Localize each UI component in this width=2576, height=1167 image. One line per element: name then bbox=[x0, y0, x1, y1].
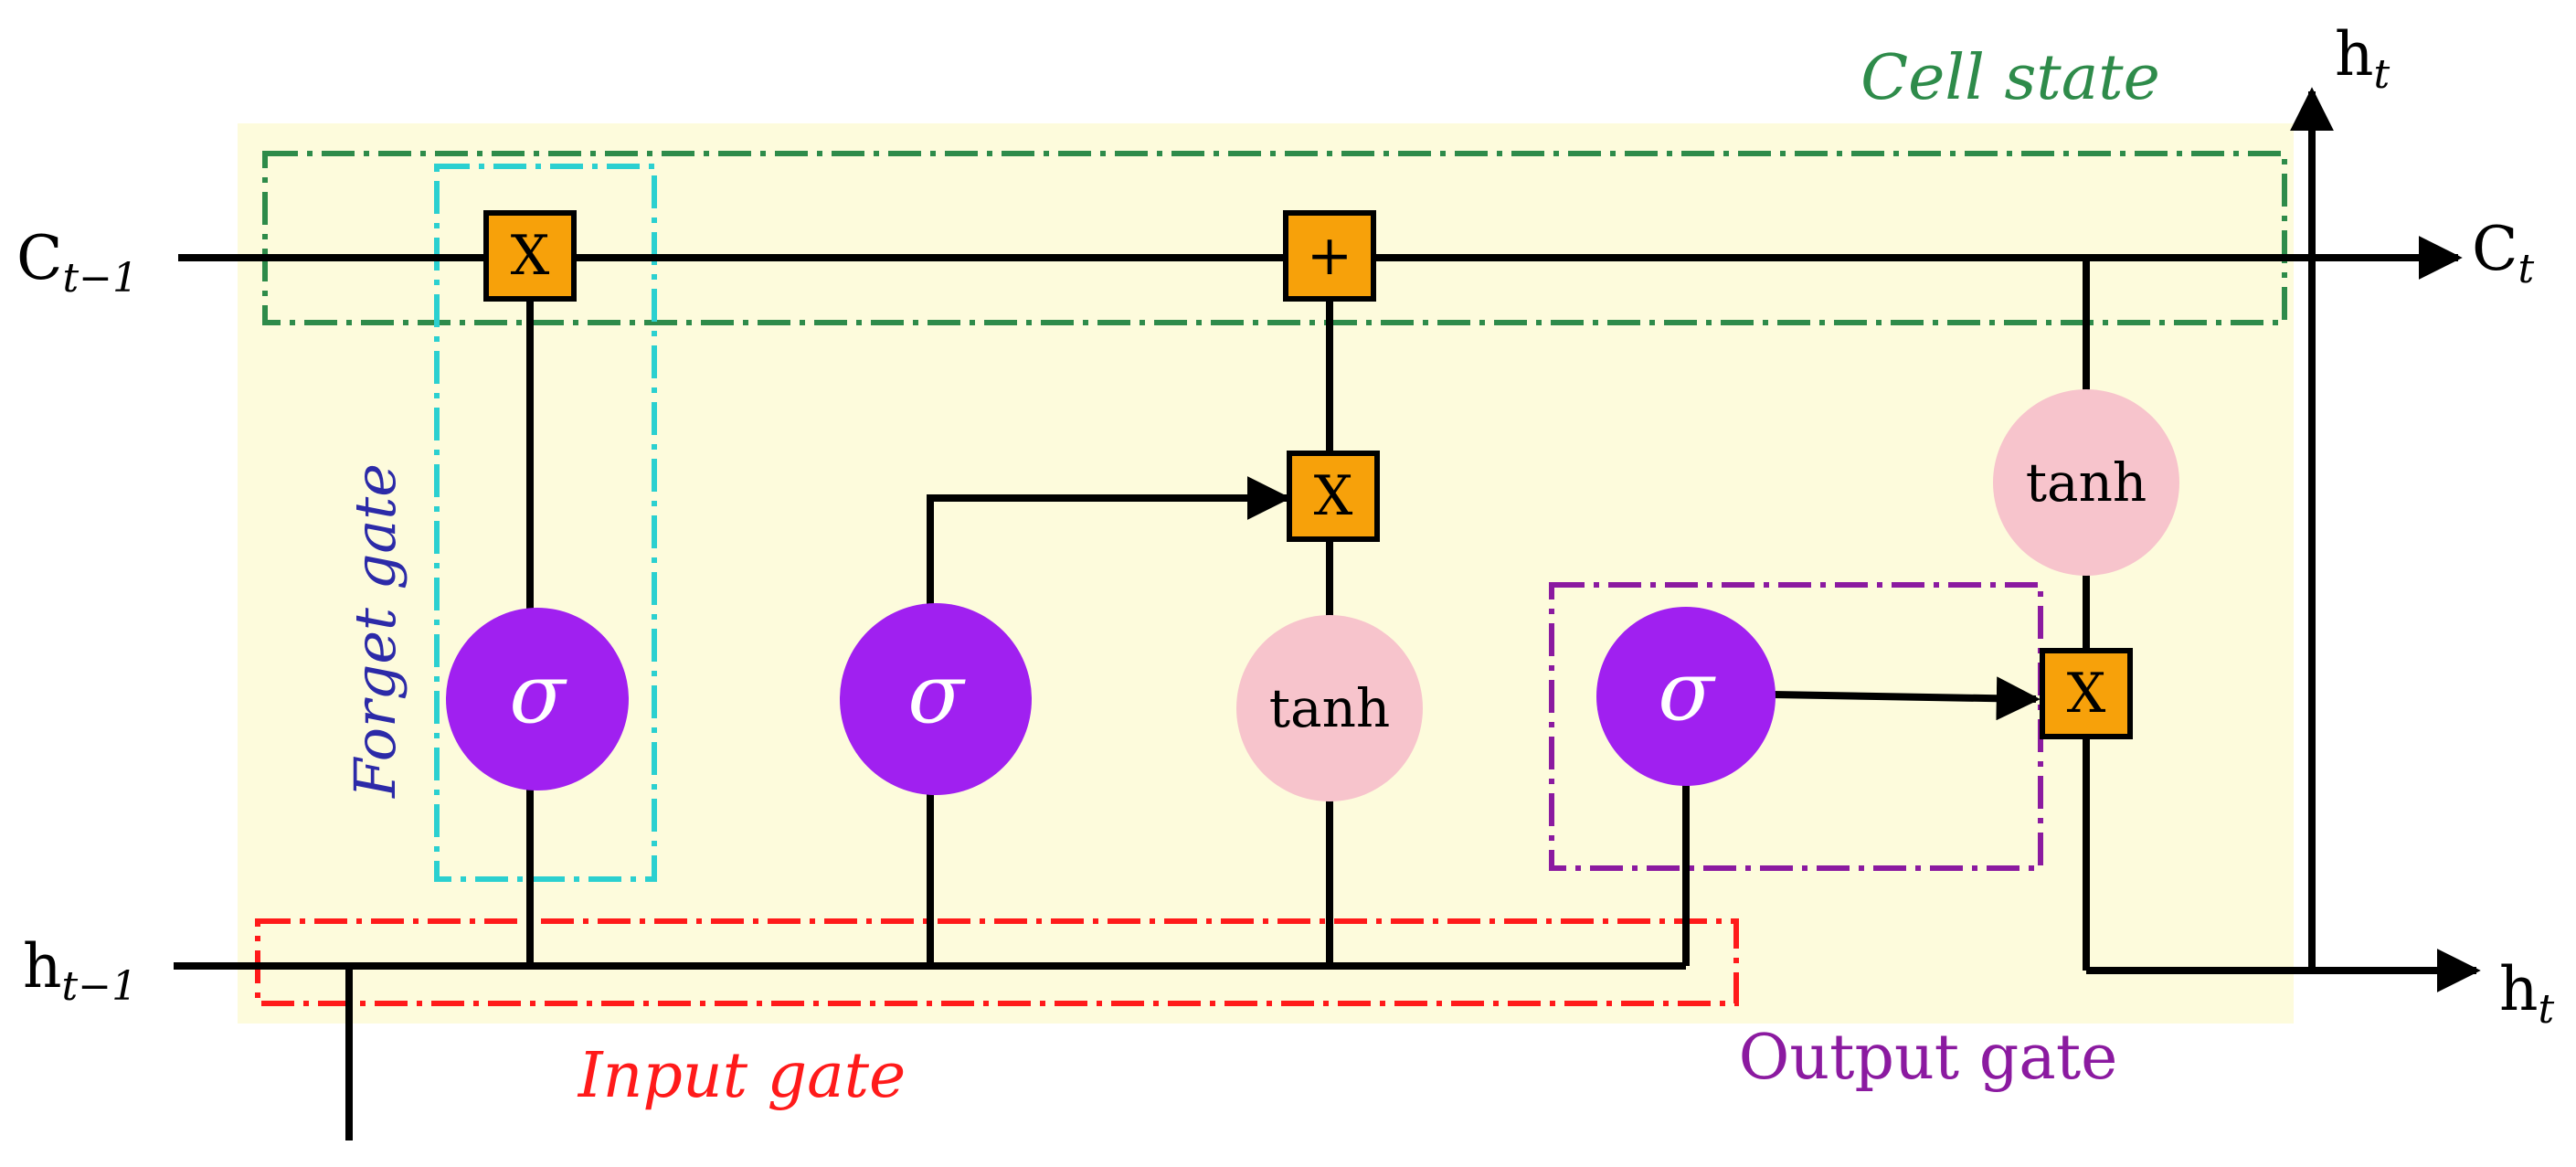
output-gate-title: Output gate bbox=[1739, 1022, 2118, 1094]
candidate-tanh-node bbox=[1236, 615, 1423, 801]
add-box bbox=[1283, 210, 1376, 302]
h-out-top-label: ht bbox=[2335, 19, 2390, 98]
cell-panel bbox=[238, 123, 2294, 1024]
output-sigma-node bbox=[1596, 607, 1776, 786]
input-multiply-label: X bbox=[1314, 464, 1353, 528]
output-tanh-label: tanh bbox=[2026, 451, 2147, 514]
input-sigma-node bbox=[840, 603, 1032, 795]
h-prev-label: ht−1 bbox=[23, 931, 137, 1010]
c-prev-label: Ct−1 bbox=[16, 223, 138, 302]
add-label: + bbox=[1307, 224, 1352, 288]
forget-gate-region bbox=[434, 164, 657, 882]
cell-state-region bbox=[262, 151, 2287, 325]
forget-sigma-node bbox=[446, 608, 629, 790]
h-out-right-label: ht bbox=[2499, 954, 2555, 1033]
forget-multiply-label: X bbox=[511, 224, 550, 288]
candidate-tanh-label: tanh bbox=[1269, 677, 1391, 739]
input-sigma-label: σ bbox=[907, 646, 966, 742]
forget-multiply-box bbox=[483, 210, 577, 302]
input-sigma-path bbox=[927, 476, 1291, 966]
cell-state-title: Cell state bbox=[1860, 42, 2160, 114]
output-sigma-label: σ bbox=[1658, 643, 1716, 739]
forget-gate-title: Forget gate bbox=[342, 463, 408, 799]
input-multiply-box bbox=[1287, 451, 1380, 542]
input-gate-title: Input gate bbox=[577, 1040, 906, 1112]
c-out-label: Ct bbox=[2472, 214, 2535, 292]
output-sigma-arrow bbox=[1772, 676, 2041, 721]
output-multiply-box bbox=[2040, 648, 2133, 739]
output-tanh-node bbox=[1993, 389, 2179, 576]
output-multiply-label: X bbox=[2067, 662, 2106, 726]
forget-sigma-label: σ bbox=[509, 646, 567, 742]
